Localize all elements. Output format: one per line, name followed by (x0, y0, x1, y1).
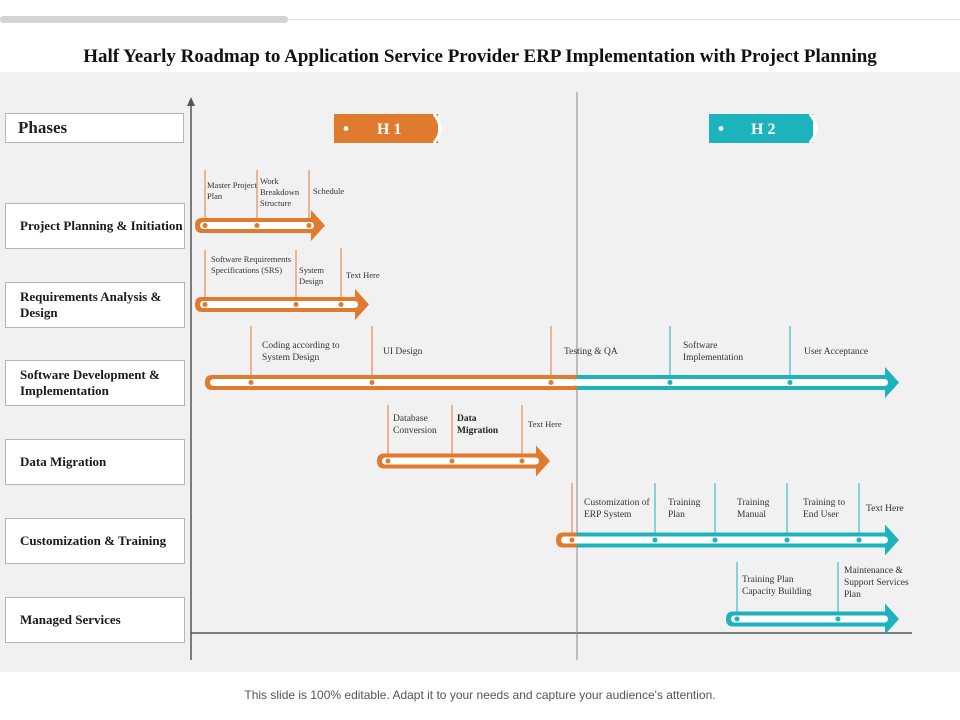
milestone-label: Software Implementation (683, 341, 744, 363)
bar-requirements (195, 248, 369, 320)
milestone-label: Database Conversion (393, 414, 437, 436)
milestone-label: Text Here (866, 504, 904, 514)
phase-customization-training: Customization & Training (5, 518, 185, 564)
h2-label: H 2 (751, 121, 776, 138)
milestone-label: Data Migration (457, 414, 499, 436)
phases-header: Phases (5, 113, 184, 143)
milestone-label: Master Project Plan (207, 180, 257, 201)
milestone-label: Customization of ERP System (584, 498, 650, 520)
phase-requirements: Requirements Analysis & Design (5, 282, 185, 328)
y-axis-arrow (187, 97, 195, 106)
scrollbar-thumb[interactable] (0, 16, 288, 23)
bar-planning (195, 170, 325, 241)
milestone-label: Work Breakdown Structure (260, 176, 300, 208)
milestone-label: User Acceptance (804, 347, 869, 357)
scrollbar-track (0, 19, 960, 20)
h1-label: H 1 (377, 121, 402, 138)
h2-tag (709, 113, 818, 144)
milestone-label: Maintenance & Support Services Plan (844, 566, 909, 600)
phase-managed-services: Managed Services (5, 597, 185, 643)
milestone-label: Training Plan (668, 498, 701, 520)
bar-managed (726, 562, 899, 635)
milestone-label: Training Manual (737, 498, 770, 520)
phase-software-development: Software Development & Implementation (5, 360, 185, 406)
milestone-label: Testing & QA (564, 347, 618, 357)
phase-project-planning: Project Planning & Initiation (5, 203, 185, 249)
milestone-label: Training Plan Capacity Building (742, 575, 812, 597)
milestone-label: Text Here (528, 419, 562, 429)
milestone-label: System Design (299, 265, 325, 286)
h1-tag (334, 113, 442, 144)
milestone-label: Schedule (313, 186, 345, 196)
milestone-label: Coding according to System Design (262, 341, 340, 363)
milestone-label: Training to End User (803, 498, 846, 520)
milestone-label: Software Requirements Specifications (SR… (211, 254, 292, 275)
footer-note: This slide is 100% editable. Adapt it to… (244, 688, 716, 702)
bar-migration (377, 405, 550, 477)
phase-data-migration: Data Migration (5, 439, 185, 485)
milestone-label: UI Design (383, 347, 423, 357)
milestone-label: Text Here (346, 270, 380, 280)
bar-development (205, 326, 899, 398)
bar-customization (556, 483, 899, 556)
slide-title: Half Yearly Roadmap to Application Servi… (83, 46, 877, 67)
